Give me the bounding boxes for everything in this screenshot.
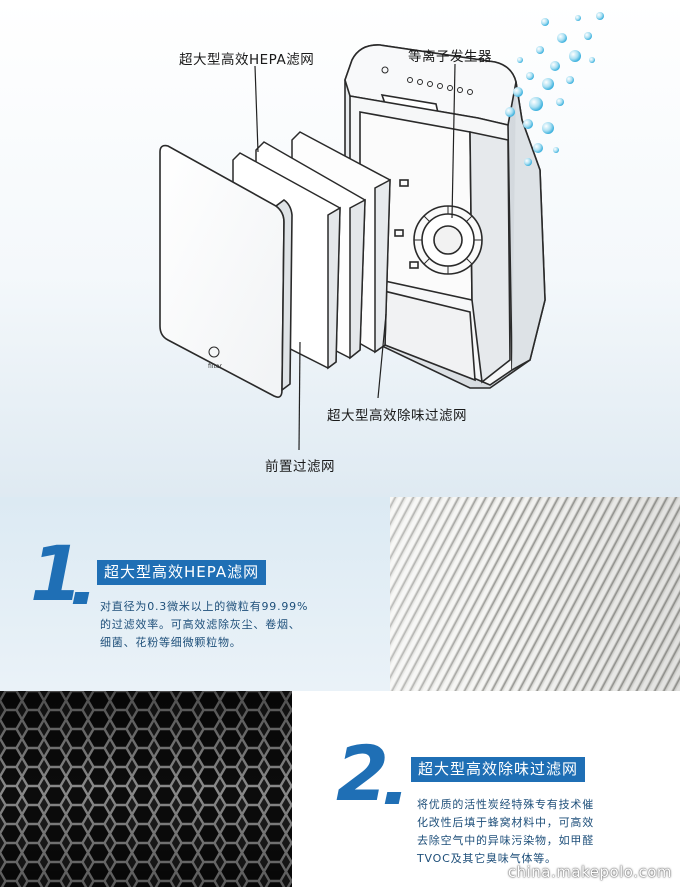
feature-2-description: 将优质的活性炭经特殊专有技术催 化改性后填于蜂窝材料中，可高效 去除空气中的异味…: [417, 796, 594, 868]
feature-1-line: 对直径为0.3微米以上的微粒有99.99%: [100, 600, 309, 613]
hepa-filter-callout: 超大型高效HEPA滤网: [179, 52, 315, 68]
feature-2-line: 化改性后填于蜂窝材料中，可高效: [417, 816, 594, 829]
feature-2-line: 去除空气中的异味污染物，如甲醛: [417, 834, 594, 847]
feature-1-line: 的过滤效率。可高效滤除灰尘、卷烟、: [100, 618, 301, 631]
feature-2-title: 超大型高效除味过滤网: [411, 757, 586, 782]
feature-1-number-dot: [72, 592, 90, 604]
svg-text:filter: filter: [208, 363, 222, 370]
hepa-filter-photo: [390, 497, 680, 691]
site-watermark: china.makepolo.com: [507, 863, 672, 881]
carbon-honeycomb-photo: [0, 691, 292, 887]
feature-2-line: TVOC及其它臭味气体等。: [417, 852, 557, 865]
callout-leader-lines: [254, 63, 456, 451]
air-purifier-exploded-diagram: filter: [159, 12, 604, 451]
feature-1-line: 细菌、花粉等细微颗粒物。: [100, 636, 242, 649]
odor-filter-callout: 超大型高效除味过滤网: [327, 408, 467, 424]
feature-1-description: 对直径为0.3微米以上的微粒有99.99% 的过滤效率。可高效滤除灰尘、卷烟、 …: [100, 598, 308, 652]
feature-1-title: 超大型高效HEPA滤网: [97, 560, 267, 585]
feature-2-number-dot: [384, 792, 402, 804]
ion-bubbles-illustration: [505, 12, 604, 166]
pre-filter-callout: 前置过滤网: [265, 459, 335, 475]
feature-2-line: 将优质的活性炭经特殊专有技术催: [417, 798, 594, 811]
pre-filter-front-panel: filter: [159, 144, 293, 398]
ion-generator-callout: 等离子发生器: [408, 49, 492, 65]
honeycomb-pattern: [0, 691, 292, 887]
feature-2-number: 2: [336, 729, 389, 818]
